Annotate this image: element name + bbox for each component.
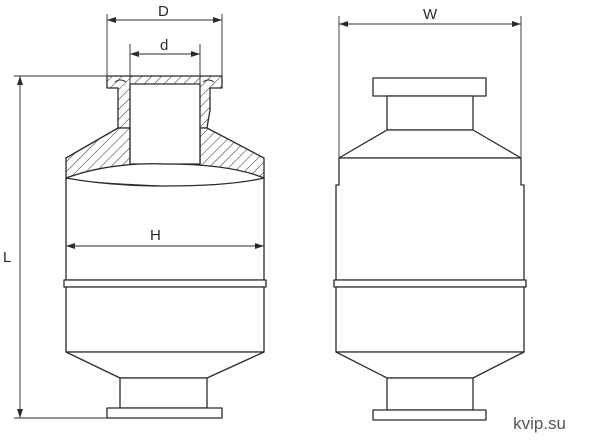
exterior-bottom-neck bbox=[386, 377, 474, 411]
dimension-d-label: d bbox=[160, 37, 168, 54]
exterior-shoulder bbox=[338, 129, 522, 159]
section-seam bbox=[63, 279, 267, 288]
section-bottom-flange bbox=[106, 407, 223, 419]
exterior-bottom-cone bbox=[335, 351, 525, 379]
section-inner-port bbox=[129, 83, 201, 165]
exterior-bottom-flange bbox=[372, 409, 487, 421]
dimension-L: L bbox=[3, 75, 107, 419]
section-bottom-neck bbox=[119, 377, 208, 409]
dimension-D-label: D bbox=[158, 3, 169, 20]
watermark: kvip.su bbox=[513, 414, 566, 433]
dimension-d: d bbox=[129, 37, 201, 84]
exterior-top-neck bbox=[386, 95, 474, 131]
exterior-lower-body bbox=[335, 286, 525, 353]
exterior-seam bbox=[333, 279, 527, 288]
dimension-D: D bbox=[106, 3, 223, 76]
exterior-view bbox=[333, 77, 527, 421]
dimension-W: W bbox=[338, 6, 522, 158]
dimension-L-label: L bbox=[3, 249, 11, 266]
section-upper-body bbox=[65, 177, 265, 281]
exterior-top-flange bbox=[372, 77, 487, 97]
dimension-W-label: W bbox=[423, 6, 438, 23]
section-view bbox=[63, 75, 267, 419]
section-lower-body bbox=[65, 286, 265, 353]
dimension-H-label: H bbox=[150, 227, 161, 244]
section-flange-groove bbox=[114, 79, 215, 83]
dimension-H: H bbox=[66, 227, 264, 249]
section-bottom-cone bbox=[65, 351, 265, 379]
exterior-upper-body bbox=[335, 157, 525, 281]
